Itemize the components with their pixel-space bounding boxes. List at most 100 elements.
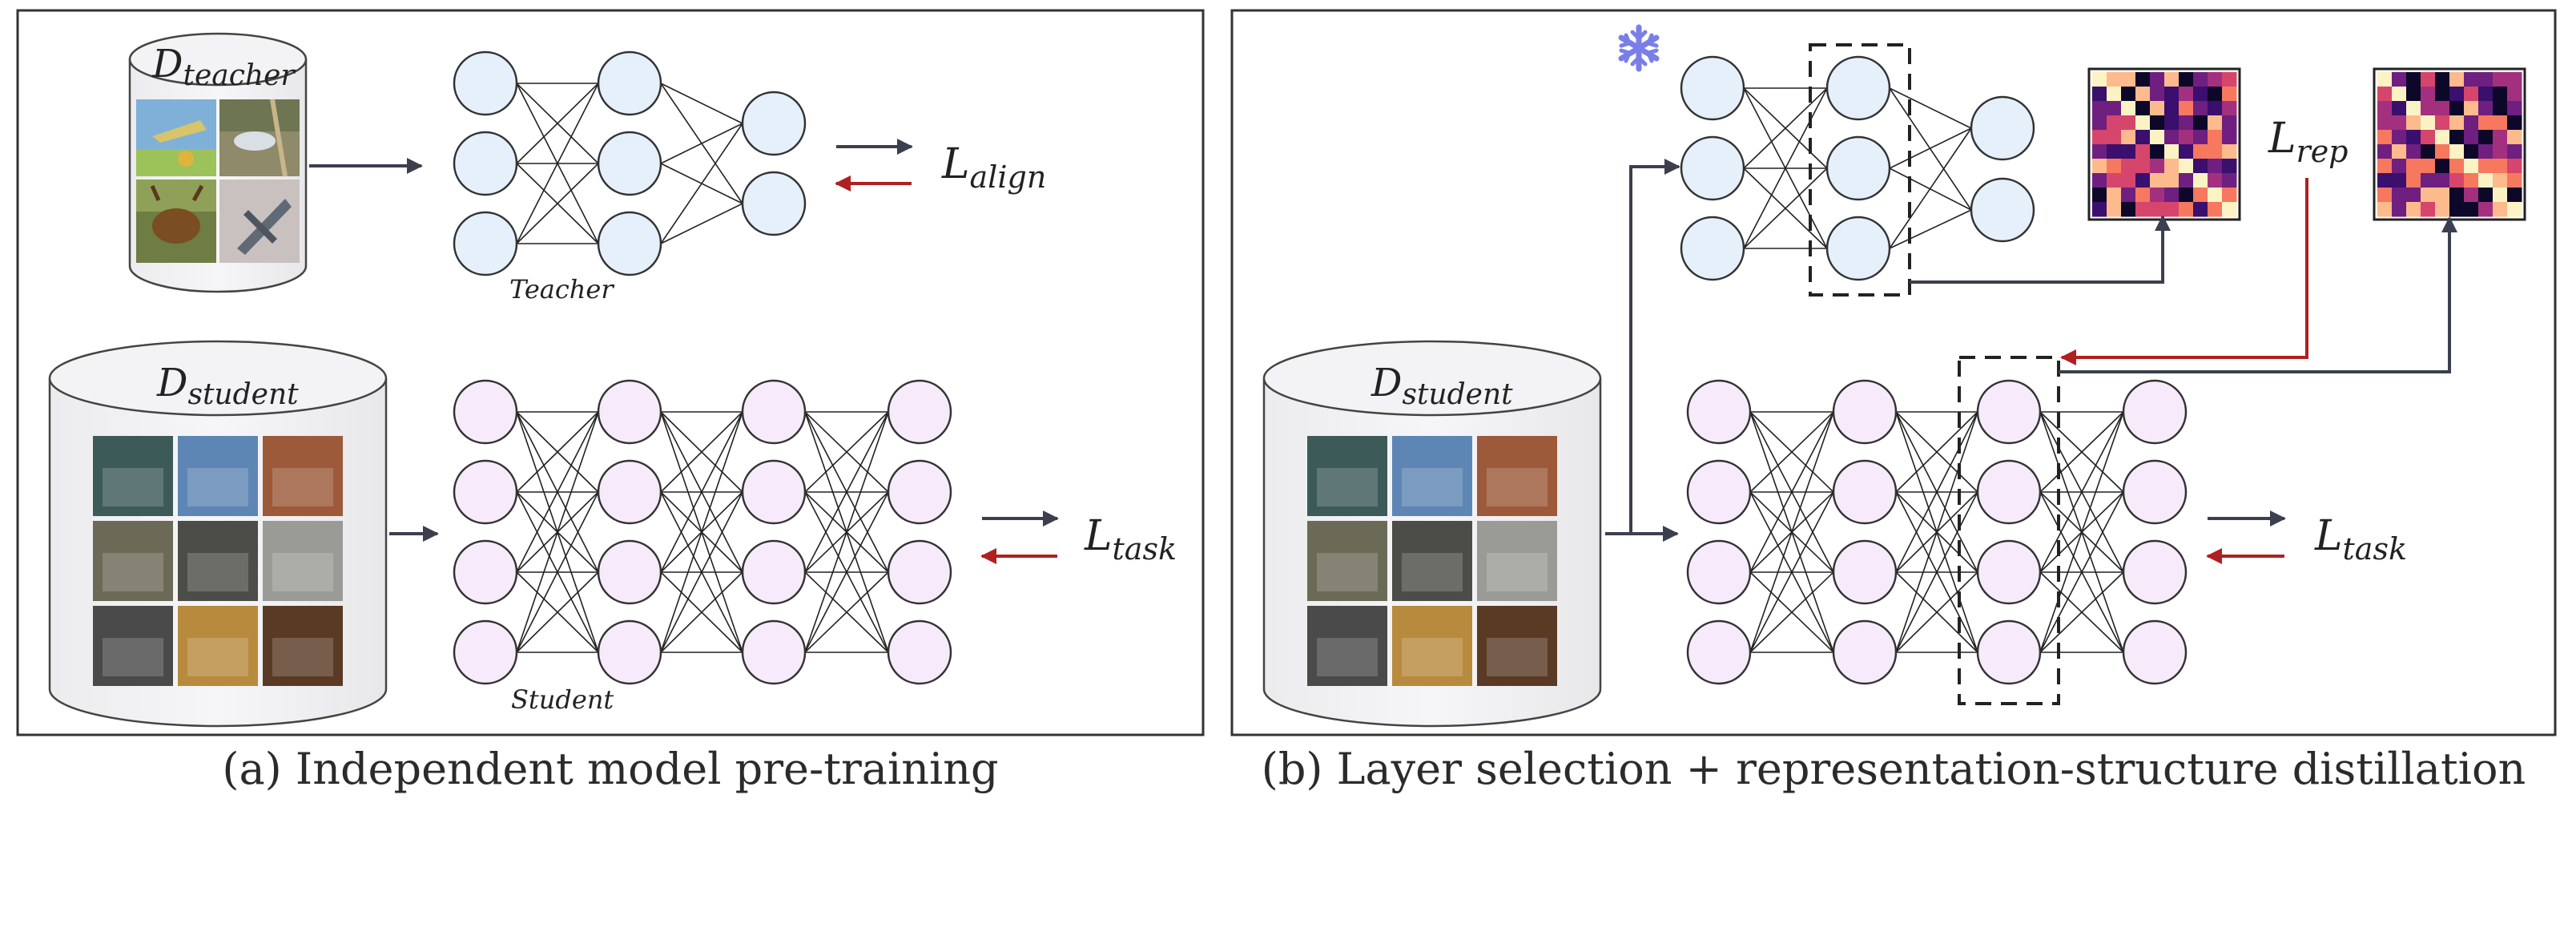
matrix-cell — [2449, 144, 2465, 159]
student-neuron-edge — [516, 411, 599, 573]
matrix-cell — [2222, 188, 2237, 203]
matrix-cell — [2121, 72, 2136, 87]
data-to-teacher-arrow — [1605, 159, 1680, 535]
thumb-device-highlight — [103, 638, 163, 676]
matrix-cell — [2164, 202, 2180, 217]
matrix-cell — [2208, 130, 2223, 145]
matrix-cell — [2107, 173, 2122, 188]
thumb-garden — [1307, 521, 1387, 601]
matrix-cell — [2406, 101, 2421, 116]
matrix-cell — [2392, 87, 2407, 102]
student-similarity-matrix — [2373, 67, 2526, 221]
distilled-student-neuron-edge — [1749, 491, 1834, 653]
matrix-cell — [2107, 144, 2122, 159]
matrix-cell — [2449, 72, 2465, 87]
distilled-student-neuron-edge — [1749, 411, 1834, 653]
matrix-cell — [2421, 115, 2436, 131]
matrix-cell — [2449, 101, 2465, 116]
matrix-cell — [2193, 130, 2208, 145]
distilled-student-network — [1686, 379, 2188, 685]
teacher-image-deer — [136, 180, 216, 263]
matrix-cell — [2193, 87, 2208, 102]
matrix-cell — [2193, 72, 2208, 87]
matrix-cell — [2179, 115, 2194, 131]
student-neuron-node — [597, 379, 662, 445]
thumb-stopwatch — [263, 521, 343, 601]
matrix-cell — [2121, 87, 2136, 102]
matrix-cell — [2507, 159, 2522, 174]
task-loss-label-a: Ltask — [1084, 512, 1177, 567]
matrix-cell — [2464, 101, 2479, 116]
matrix-cell — [2164, 87, 2180, 102]
matrix-cell — [2193, 202, 2208, 217]
distilled-student-neuron-node — [1686, 619, 1752, 685]
matrix-cell — [2377, 115, 2393, 131]
cylinder-top — [1262, 340, 1602, 417]
distilled-student-neuron-edge — [1895, 411, 1978, 493]
matrix-cell — [2406, 173, 2421, 188]
matrix-cell — [2222, 202, 2237, 217]
teacher-neuron-node — [741, 91, 807, 156]
matrix-cell — [2150, 130, 2165, 145]
matrix-cell — [2208, 72, 2223, 87]
matrix-cell — [2135, 101, 2151, 116]
matrix-cell — [2121, 144, 2136, 159]
matrix-cell — [2121, 130, 2136, 145]
matrix-cell — [2493, 130, 2508, 145]
matrix-cell — [2107, 159, 2122, 174]
matrix-cell — [2222, 159, 2237, 174]
matrix-cell — [2135, 72, 2151, 87]
matrix-cell — [2377, 159, 2393, 174]
matrix-cell — [2478, 159, 2493, 174]
matrix-cell — [2135, 144, 2151, 159]
matrix-cell — [2392, 144, 2407, 159]
matrix-cell — [2464, 115, 2479, 131]
matrix-cell — [2507, 115, 2522, 131]
student-neuron-edge — [804, 411, 889, 653]
matrix-cell — [2478, 188, 2493, 203]
distilled-student-neuron-edge — [1895, 411, 1978, 573]
matrix-cell — [2449, 202, 2465, 217]
distilled-student-neuron-node — [1832, 619, 1898, 685]
student-dataset-label-a: Dstudent — [156, 361, 299, 411]
matrix-cell — [2377, 130, 2393, 145]
matrix-cell — [2493, 101, 2508, 116]
matrix-cell — [2464, 188, 2479, 203]
matrix-cell — [2164, 159, 2180, 174]
student-neuron-node — [597, 539, 662, 605]
student-neuron-node — [741, 619, 807, 685]
teacher-layer-selection-box — [1809, 43, 1911, 297]
frozen-teacher-neuron-edge — [1889, 87, 1972, 211]
matrix-cell — [2421, 159, 2436, 174]
matrix-cell — [2421, 72, 2436, 87]
teacher-neuron-node — [741, 171, 807, 236]
matrix-cell — [2392, 173, 2407, 188]
matrix-cell — [2449, 87, 2465, 102]
teacher-neuron-node — [453, 131, 518, 196]
matrix-cell — [2507, 188, 2522, 203]
matrix-cell — [2179, 144, 2194, 159]
matrix-cell — [2222, 87, 2237, 102]
matrix-cell — [2435, 159, 2450, 174]
matrix-cell — [2493, 115, 2508, 131]
matrix-cell — [2208, 87, 2223, 102]
matrix-cell — [2193, 159, 2208, 174]
thumb-creature — [1307, 436, 1387, 516]
matrix-cell — [2493, 144, 2508, 159]
thumb-barn-highlight — [272, 468, 333, 506]
student-neuron-node — [741, 459, 807, 525]
thumb-bear — [1477, 606, 1557, 686]
matrix-cell — [2092, 144, 2107, 159]
thumb-barn — [263, 436, 343, 516]
student-dataset-cylinder-b — [1262, 340, 1602, 728]
thumb-road-highlight — [1402, 553, 1463, 591]
matrix-cell — [2435, 115, 2450, 131]
matrix-cell — [2208, 159, 2223, 174]
matrix-cell — [2092, 173, 2107, 188]
matrix-cell — [2121, 188, 2136, 203]
matrix-cell — [2507, 202, 2522, 217]
matrix-cell — [2107, 188, 2122, 203]
frozen-teacher-neuron-node — [1970, 95, 2035, 161]
matrix-cell — [2107, 72, 2122, 87]
matrix-cell — [2478, 202, 2493, 217]
